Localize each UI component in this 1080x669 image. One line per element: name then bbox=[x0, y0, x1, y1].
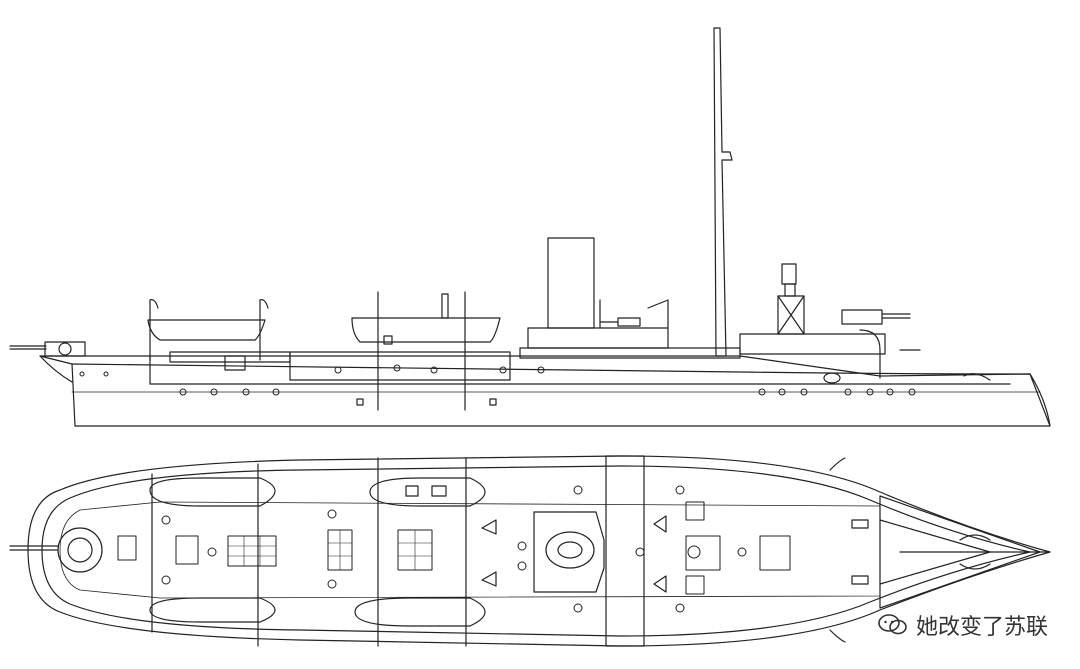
wechat-icon bbox=[878, 614, 907, 635]
hull-sheer-line bbox=[71, 363, 1031, 375]
portholes bbox=[79, 364, 916, 396]
deck-planking bbox=[59, 501, 881, 599]
profile-view bbox=[9, 27, 1051, 427]
mid-boat bbox=[351, 317, 501, 343]
bow-ram bbox=[1029, 373, 1051, 427]
aft-boat bbox=[147, 319, 266, 341]
aft-boat-top-upper bbox=[149, 477, 276, 507]
mid-boat-top-lower bbox=[354, 597, 486, 627]
deck-plan-view bbox=[9, 455, 1051, 647]
midship-beam bbox=[605, 455, 645, 647]
funnel bbox=[547, 237, 595, 329]
hull-outline bbox=[39, 355, 1051, 427]
watermark: 她改变了苏联 bbox=[878, 609, 1048, 641]
stern-gun-mount bbox=[57, 527, 103, 573]
forward-gun bbox=[841, 309, 883, 325]
aft-deckhouse bbox=[169, 351, 291, 363]
deck-outline bbox=[27, 455, 1051, 647]
watermark-text: 她改变了苏联 bbox=[915, 615, 1048, 640]
aft-boat-top-lower bbox=[149, 597, 276, 623]
stern-ram bbox=[39, 355, 73, 383]
mid-boat-top-upper bbox=[369, 477, 486, 507]
mast bbox=[713, 27, 733, 357]
deck-edge bbox=[149, 355, 1011, 385]
funnel-base bbox=[533, 511, 605, 593]
bollards bbox=[161, 485, 747, 613]
